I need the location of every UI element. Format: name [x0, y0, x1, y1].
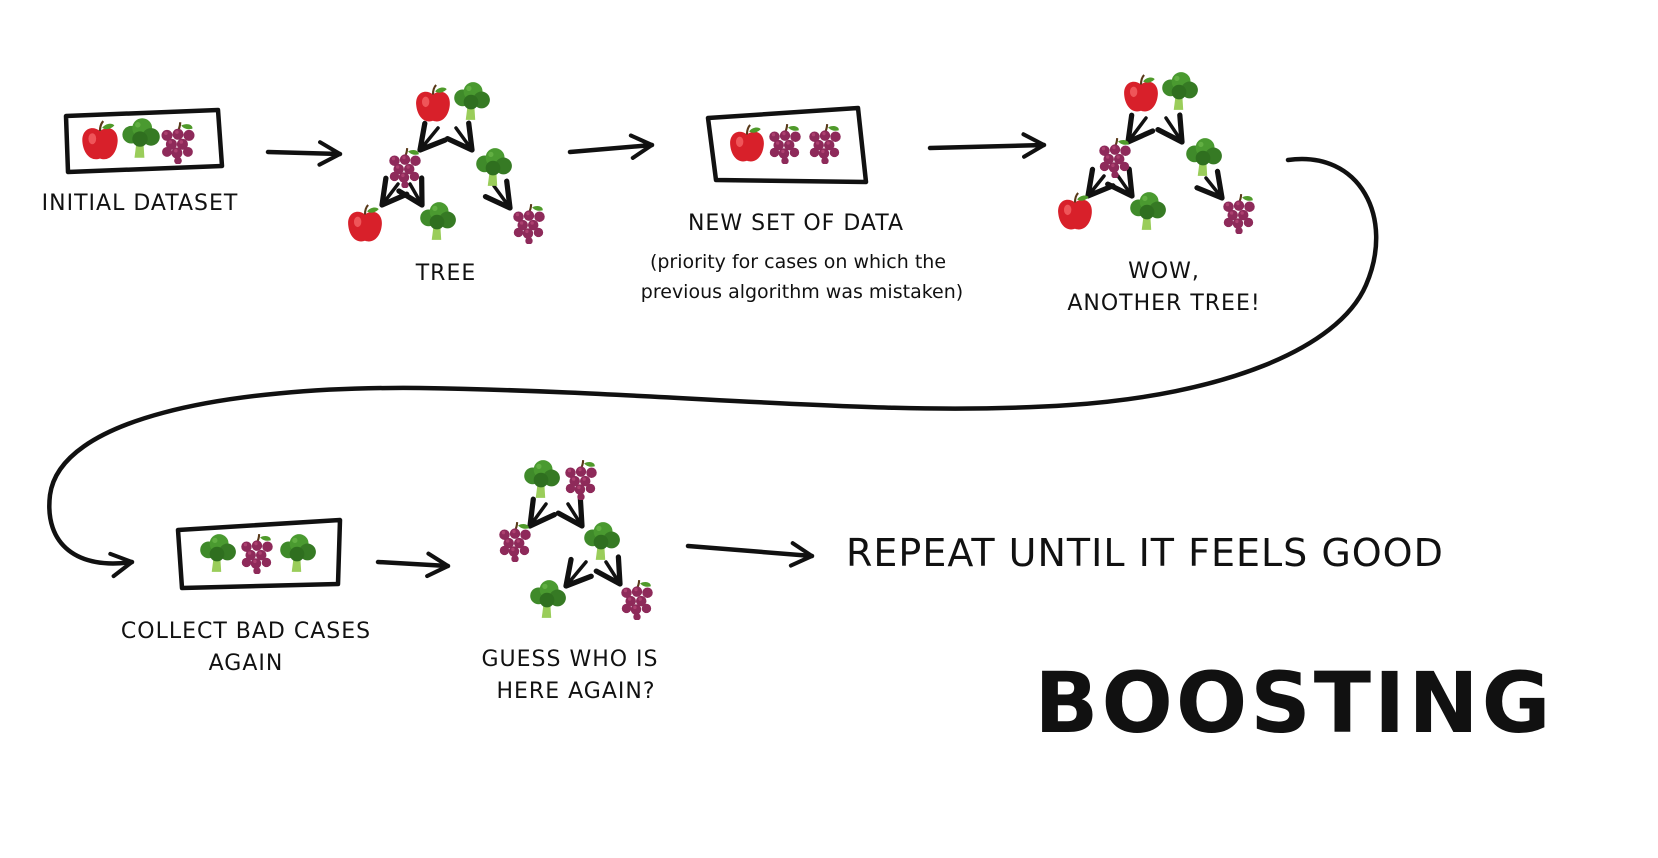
tree-2-nodes	[1057, 72, 1256, 234]
initial-dataset-box	[63, 107, 225, 175]
new-set-of-data-label: NEW SET OF DATA	[688, 211, 904, 236]
grapes-icon	[240, 533, 274, 574]
broccoli-icon	[122, 118, 160, 158]
bad-cases-box	[175, 517, 343, 591]
tree-2-edges	[1085, 112, 1225, 201]
loop-curve-arrow	[47, 156, 1379, 579]
grapes-icon	[564, 459, 598, 500]
repeat-label: REPEAT UNTIL IT FEELS GOOD	[846, 531, 1444, 575]
flow-arrow-3	[927, 132, 1047, 159]
wow-label-line-2: ANOTHER TREE!	[1067, 291, 1260, 316]
apple-icon	[1123, 74, 1159, 113]
boosting-title: BOOSTING	[1034, 654, 1553, 752]
flow-arrow-2	[567, 133, 655, 160]
apple-icon	[81, 120, 119, 161]
broccoli-icon	[524, 460, 560, 498]
broccoli-icon	[1186, 138, 1222, 176]
grapes-icon	[512, 203, 546, 244]
grapes-icon	[498, 521, 532, 562]
new-dataset-items	[729, 123, 842, 164]
initial-dataset-label: INITIAL DATASET	[42, 191, 239, 216]
grapes-icon	[620, 579, 654, 620]
grapes-icon	[808, 123, 842, 164]
apple-icon	[729, 124, 765, 163]
broccoli-icon	[476, 148, 512, 186]
broccoli-icon	[454, 82, 490, 120]
tree-label: TREE	[415, 261, 477, 286]
grapes-icon	[1222, 193, 1256, 234]
bad-cases-items	[200, 533, 316, 574]
collect-label-line-2: AGAIN	[209, 651, 284, 676]
flow-arrow-4	[375, 551, 451, 579]
broccoli-icon	[1130, 192, 1166, 230]
broccoli-icon	[1162, 72, 1198, 110]
apple-icon	[347, 204, 383, 243]
priority-note-line-1: (priority for cases on which the	[650, 251, 946, 273]
collect-label-line-1: COLLECT BAD CASES	[121, 619, 371, 644]
apple-icon	[1057, 192, 1093, 231]
tree-3-nodes	[498, 459, 654, 620]
wow-label-line-1: WOW,	[1128, 259, 1200, 284]
grapes-icon	[768, 123, 802, 164]
broccoli-icon	[530, 580, 566, 618]
tree-1-nodes	[347, 82, 546, 244]
priority-note-line-2: previous algorithm was mistaken)	[641, 281, 963, 303]
tree-1-edges	[379, 120, 513, 211]
broccoli-icon	[280, 534, 316, 572]
grapes-icon	[1098, 137, 1132, 178]
initial-dataset-items	[81, 118, 196, 164]
guess-label-line-1: GUESS WHO IS	[481, 647, 658, 672]
broccoli-icon	[584, 522, 620, 560]
grapes-icon	[388, 147, 422, 188]
apple-icon	[415, 84, 451, 123]
new-dataset-box	[705, 105, 869, 185]
tree-3-edges	[527, 496, 623, 589]
broccoli-icon	[200, 534, 236, 572]
flow-arrow-1	[265, 140, 343, 167]
guess-label-line-2: HERE AGAIN?	[496, 679, 655, 704]
flow-arrow-5	[685, 541, 815, 568]
grapes-icon	[160, 121, 196, 164]
broccoli-icon	[420, 202, 456, 240]
